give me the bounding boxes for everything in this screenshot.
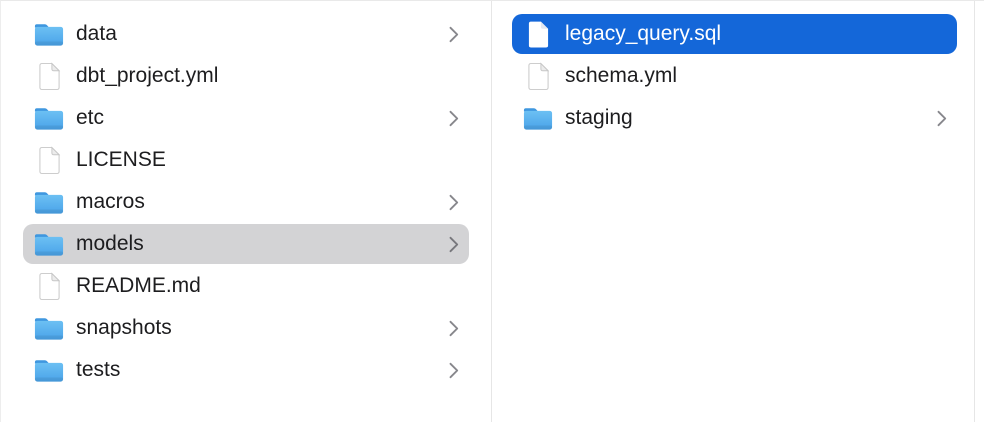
folder-label: etc [76, 106, 105, 129]
folder-icon [33, 354, 65, 386]
folder-icon [522, 102, 554, 134]
folder-row[interactable]: snapshots [23, 308, 469, 348]
folder-icon [33, 186, 65, 218]
folder-icon [33, 18, 65, 50]
folder-label: models [76, 232, 144, 255]
folder-label: snapshots [76, 316, 172, 339]
folder-row[interactable]: data [23, 14, 469, 54]
folder-row[interactable]: staging [512, 98, 957, 138]
folder-icon [33, 228, 65, 260]
document-icon [522, 60, 554, 92]
file-row[interactable]: dbt_project.yml [23, 56, 469, 96]
folder-icon [33, 102, 65, 134]
chevron-right-icon [449, 26, 459, 43]
folder-row[interactable]: models [23, 224, 469, 264]
file-label: README.md [76, 274, 201, 297]
chevron-right-icon [449, 362, 459, 379]
folder-row[interactable]: etc [23, 98, 469, 138]
file-label: legacy_query.sql [565, 22, 722, 45]
folder-label: tests [76, 358, 121, 381]
chevron-right-icon [449, 236, 459, 253]
file-row[interactable]: LICENSE [23, 140, 469, 180]
document-icon [33, 270, 65, 302]
chevron-right-icon [449, 194, 459, 211]
folder-label: data [76, 22, 117, 45]
file-row[interactable]: schema.yml [512, 56, 957, 96]
chevron-right-icon [449, 320, 459, 337]
file-label: schema.yml [565, 64, 678, 87]
document-icon [522, 18, 554, 50]
column-current: legacy_query.sql schema.yml staging [492, 1, 975, 422]
chevron-right-icon [449, 110, 459, 127]
file-label: LICENSE [76, 148, 166, 171]
file-row[interactable]: legacy_query.sql [512, 14, 957, 54]
document-icon [33, 60, 65, 92]
folder-icon [33, 312, 65, 344]
folder-row[interactable]: tests [23, 350, 469, 390]
folder-label: macros [76, 190, 145, 213]
file-row[interactable]: README.md [23, 266, 469, 306]
file-label: dbt_project.yml [76, 64, 219, 87]
chevron-right-icon [937, 110, 947, 127]
document-icon [33, 144, 65, 176]
folder-row[interactable]: macros [23, 182, 469, 222]
folder-label: staging [565, 106, 633, 129]
column-preview-stub [975, 1, 984, 422]
